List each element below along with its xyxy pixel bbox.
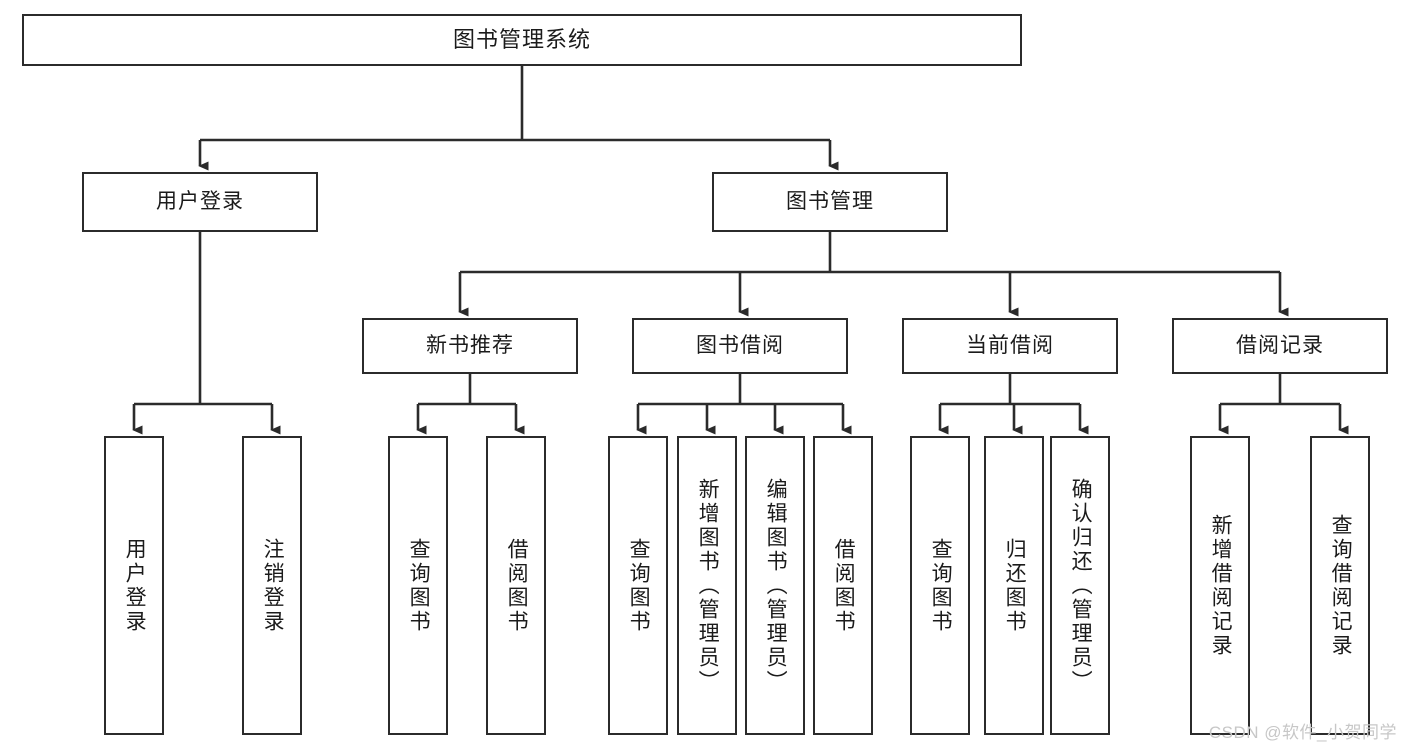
node-borrow-record[interactable]: 借阅记录 (1172, 318, 1388, 374)
node-label: 归还图书 (1003, 537, 1027, 634)
node-leaf-add-record[interactable]: 新增借阅记录 (1190, 436, 1250, 735)
node-leaf-query-book-1[interactable]: 查询图书 (388, 436, 448, 735)
node-leaf-query-record[interactable]: 查询借阅记录 (1310, 436, 1370, 735)
node-label: 图书借阅 (696, 334, 784, 358)
node-label: 注销登录 (261, 537, 285, 634)
node-leaf-query-book-2[interactable]: 查询图书 (608, 436, 668, 735)
node-current-borrow[interactable]: 当前借阅 (902, 318, 1118, 374)
node-label: 确认归还（管理员） (1069, 477, 1093, 694)
node-label: 借阅记录 (1236, 334, 1324, 358)
node-label: 编辑图书（管理员） (764, 477, 788, 694)
node-label: 当前借阅 (966, 334, 1054, 358)
node-label: 图书管理 (786, 190, 874, 214)
node-label: 查询图书 (407, 537, 431, 634)
csdn-watermark: CSDN @软件_小贺同学 (1208, 723, 1397, 742)
node-leaf-borrow-book-1[interactable]: 借阅图书 (486, 436, 546, 735)
node-label: 用户登录 (156, 190, 244, 214)
node-label: 借阅图书 (505, 537, 529, 634)
node-root-system[interactable]: 图书管理系统 (22, 14, 1022, 66)
node-leaf-return-book[interactable]: 归还图书 (984, 436, 1044, 735)
node-label: 查询借阅记录 (1329, 513, 1353, 658)
node-user-login[interactable]: 用户登录 (82, 172, 318, 232)
node-new-book-recommend[interactable]: 新书推荐 (362, 318, 578, 374)
node-label: 查询图书 (627, 537, 651, 634)
node-label: 新书推荐 (426, 334, 514, 358)
node-leaf-edit-book[interactable]: 编辑图书（管理员） (745, 436, 805, 735)
node-leaf-add-book[interactable]: 新增图书（管理员） (677, 436, 737, 735)
node-label: 新增借阅记录 (1209, 513, 1233, 658)
node-leaf-borrow-book-2[interactable]: 借阅图书 (813, 436, 873, 735)
node-leaf-user-login[interactable]: 用户登录 (104, 436, 164, 735)
node-label: 新增图书（管理员） (696, 477, 720, 694)
node-book-borrow[interactable]: 图书借阅 (632, 318, 848, 374)
node-label: 用户登录 (123, 537, 147, 634)
node-leaf-user-logout[interactable]: 注销登录 (242, 436, 302, 735)
node-leaf-query-book-3[interactable]: 查询图书 (910, 436, 970, 735)
node-book-manage[interactable]: 图书管理 (712, 172, 948, 232)
node-label: 借阅图书 (832, 537, 856, 634)
node-leaf-confirm-return[interactable]: 确认归还（管理员） (1050, 436, 1110, 735)
node-label: 图书管理系统 (452, 26, 591, 52)
node-label: 查询图书 (929, 537, 953, 634)
